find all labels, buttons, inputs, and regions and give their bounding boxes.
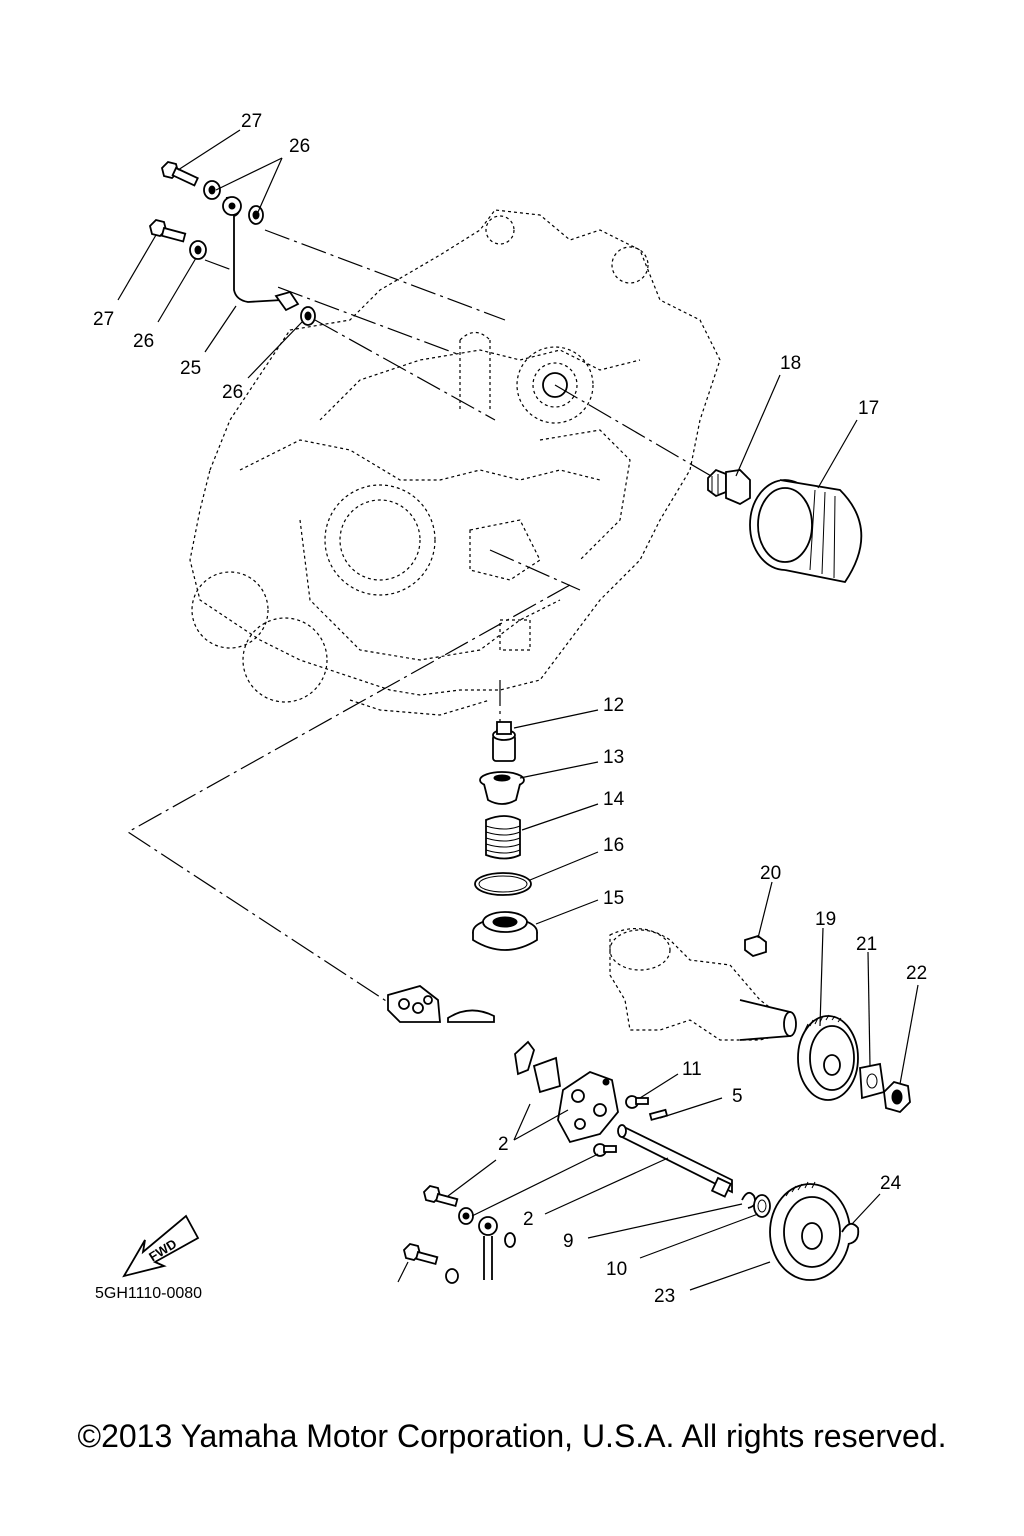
crankcase-outline [189, 209, 721, 716]
callout-26-upper: 26 [289, 136, 310, 157]
callout-22: 22 [906, 963, 927, 984]
oil-pipe-25 [222, 196, 300, 312]
washer-26-lower [189, 240, 207, 260]
callout-23: 23 [654, 1286, 675, 1307]
callout-27-upper: 27 [241, 111, 262, 132]
union-bolt-18 [707, 468, 751, 506]
washer-26-bottom [300, 306, 316, 326]
washer-lower [445, 1232, 516, 1284]
callout-10: 10 [606, 1259, 627, 1280]
o-ring-16 [474, 872, 532, 896]
pump-shaft [617, 1124, 733, 1198]
bolt-27-upper [161, 161, 199, 187]
bolt-lower-left [403, 1243, 439, 1266]
circlip-24 [841, 1222, 860, 1245]
nut-22 [883, 1080, 911, 1114]
callout-2-upper: 2 [498, 1134, 509, 1155]
washer-10 [753, 1194, 771, 1218]
leader-lines [117, 129, 919, 1291]
callout-21: 21 [856, 934, 877, 955]
pump-cover [447, 1009, 495, 1023]
callout-19: 19 [815, 909, 836, 930]
callout-14: 14 [603, 789, 625, 810]
lock-washer-21 [859, 1062, 886, 1100]
callout-labels: 27 26 27 26 25 26 18 17 12 13 14 16 15 2… [93, 111, 927, 1307]
key-20 [744, 935, 767, 957]
callout-26-left: 26 [133, 331, 154, 352]
bolt-2-left [423, 1185, 459, 1208]
callout-16: 16 [603, 835, 624, 856]
callout-12: 12 [603, 695, 624, 716]
gear-19 [797, 1014, 859, 1101]
callout-24: 24 [880, 1173, 902, 1194]
callout-26-bottom: 26 [222, 382, 243, 403]
gasket [387, 985, 441, 1023]
callout-5: 5 [732, 1086, 743, 1107]
callout-11: 11 [682, 1059, 702, 1080]
callout-9: 9 [563, 1231, 574, 1252]
gear-23 [769, 1181, 851, 1281]
oil-filter-17 [749, 479, 863, 584]
circlip-9 [741, 1191, 757, 1209]
callout-15: 15 [603, 888, 624, 909]
strainer-13 [479, 771, 525, 805]
pump-body [557, 1070, 619, 1144]
callout-17: 17 [858, 398, 879, 419]
alignment-lines [126, 229, 719, 1011]
pipe-lower [478, 1216, 498, 1280]
callout-2-lower: 2 [523, 1209, 534, 1230]
callout-20: 20 [760, 863, 781, 884]
screw-11 [625, 1095, 649, 1109]
fwd-arrow-icon: FWD [122, 1214, 200, 1278]
spring-14 [485, 815, 521, 860]
washer-left [458, 1207, 474, 1225]
screw-2-mid [593, 1143, 617, 1157]
bolt-27-lower [149, 219, 187, 243]
pump-drive-housing [609, 927, 797, 1041]
pump-rotor [514, 1040, 562, 1094]
reference-code: 5GH1110-0080 [95, 1285, 202, 1302]
callout-27-lower: 27 [93, 309, 114, 330]
copyright-notice: ©2013 Yamaha Motor Corporation, U.S.A. A… [77, 1418, 947, 1454]
washer-26-upper [203, 180, 221, 200]
callout-18: 18 [780, 353, 801, 374]
pin-5 [648, 1108, 669, 1121]
pipe-12 [492, 721, 516, 762]
callout-25: 25 [180, 358, 201, 379]
seal-15 [472, 911, 538, 951]
callout-13: 13 [603, 747, 624, 768]
washer-26-pipe [248, 205, 264, 225]
